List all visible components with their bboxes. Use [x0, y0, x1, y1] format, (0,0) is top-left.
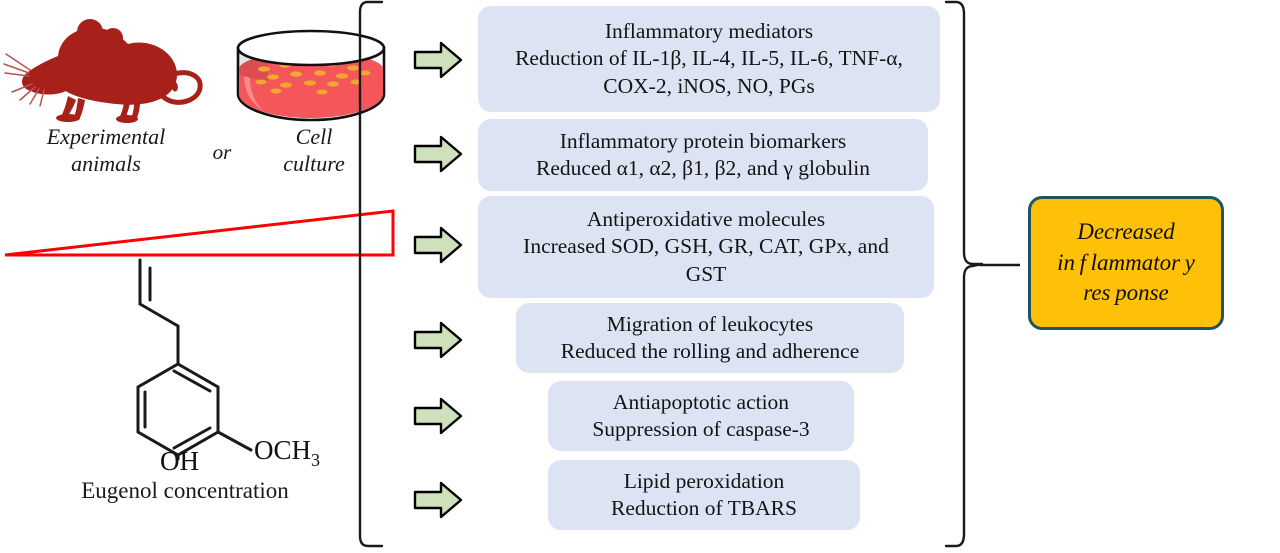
effect-box-protein-biomarkers[interactable]: Inflammatory protein biomarkers Reduced … — [478, 119, 928, 191]
cell-culture-label: Cell culture — [248, 124, 380, 178]
arrow-5 — [412, 396, 464, 436]
effect-detail-1: Reduction of TBARS — [611, 496, 797, 520]
effect-detail-1: Reduced α1, α2, β1, β2, and γ globulin — [536, 156, 870, 180]
output-line-2: in f lammator y — [1057, 249, 1195, 275]
effect-box-antiperoxidative-molecules[interactable]: Antiperoxidative molecules Increased SOD… — [478, 196, 934, 298]
petri-dish-icon — [232, 28, 390, 126]
effect-box-leukocyte-migration[interactable]: Migration of leukocytes Reduced the roll… — [516, 303, 904, 373]
effect-detail-1: Reduction of IL-1β, IL-4, IL-5, IL-6, TN… — [515, 46, 903, 71]
svg-text:OCH3: OCH3 — [254, 435, 320, 470]
arrow-2 — [412, 134, 464, 174]
concentration-gradient-triangle — [0, 197, 410, 269]
methoxy-label: OCH — [254, 435, 311, 465]
or-separator-label: or — [212, 140, 232, 164]
effect-box-antiapoptotic-action[interactable]: Antiapoptotic action Suppression of casp… — [548, 381, 854, 451]
effect-heading: Antiapoptotic action — [612, 389, 790, 414]
cell-line-1: Cell — [295, 124, 333, 149]
effect-detail-1: Reduced the rolling and adherence — [560, 339, 860, 363]
effect-heading: Antiperoxidative molecules — [586, 207, 826, 232]
effect-heading: Migration of leukocytes — [606, 311, 814, 336]
mouse-icon — [2, 10, 207, 125]
experimental-animals-label: Experimental animals — [8, 124, 204, 178]
effect-heading: Inflammatory protein biomarkers — [559, 128, 847, 153]
animals-line-2: animals — [71, 150, 141, 176]
output-line-3: res ponse — [1083, 280, 1169, 306]
arrow-6 — [412, 480, 464, 520]
eugenol-concentration-label: Eugenol concentration — [81, 478, 289, 503]
effect-heading: Lipid peroxidation — [623, 468, 785, 493]
output-line-1: Decreased — [1077, 219, 1175, 245]
output-box-decreased-inflammatory-response[interactable]: Decreased in f lammator y res ponse — [1028, 196, 1224, 330]
arrow-3 — [412, 225, 464, 265]
hydroxyl-label: OH — [160, 446, 199, 474]
right-grouping-brace — [944, 0, 1022, 548]
animals-line-1: Experimental — [46, 124, 166, 149]
cell-line-2: culture — [283, 150, 345, 176]
effect-box-inflammatory-mediators[interactable]: Inflammatory mediators Reduction of IL-1… — [478, 6, 940, 112]
arrow-4 — [412, 320, 464, 360]
eugenol-structure: OCH3 OH — [88, 252, 338, 476]
inputs-panel: Experimental animals or Cell culture — [0, 0, 395, 548]
left-grouping-brace — [358, 0, 400, 548]
effect-detail-1: Increased SOD, GSH, GR, CAT, GPx, and — [523, 234, 889, 259]
effect-detail-1: Suppression of caspase-3 — [592, 417, 810, 441]
effect-detail-2: GST — [685, 261, 727, 286]
effect-heading: Inflammatory mediators — [604, 19, 814, 44]
effect-detail-2: COX-2, iNOS, NO, PGs — [603, 73, 815, 98]
effect-box-lipid-peroxidation[interactable]: Lipid peroxidation Reduction of TBARS — [548, 460, 860, 530]
arrow-1 — [412, 40, 464, 80]
